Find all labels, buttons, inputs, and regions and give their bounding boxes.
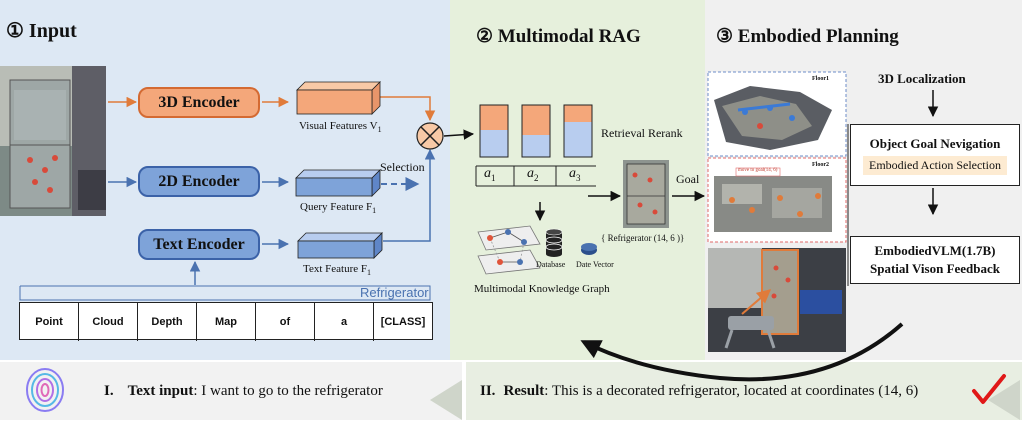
prompt-token-row: Point Cloud Depth Map of a [CLASS] [19,302,433,341]
floor1-map [707,71,847,157]
token-cloud: Cloud [79,303,138,341]
object-goal-box: Object Goal Nevigation Embodied Action S… [850,124,1020,186]
query-feature-label: Query Feature F1 [300,201,377,216]
action-selection-label: Embodied Action Selection [863,155,1007,175]
result-label: Result [503,382,545,399]
footer-left-strip [0,362,462,420]
encoder-text: Text Encoder [138,229,260,260]
floor2-map [707,157,847,243]
token-depth: Depth [138,303,197,341]
result-value: : This is a decorated refrigerator, loca… [544,382,919,399]
footer-right-strip [466,362,1022,420]
knowledge-graph-label: Multimodal Knowledge Graph [474,283,610,295]
fusion-operator [416,122,444,150]
object-goal-label: Object Goal Nevigation [869,135,1001,151]
localization-label: 3D Localization [878,71,966,86]
date-vector-icon [581,243,597,255]
candidate-a3: a3 [569,166,581,183]
encoder-2d: 2D Encoder [138,166,260,197]
refrigerator-class-label: Refrigerator [360,285,429,300]
result-footer: II. Result : This is a decorated refrige… [480,366,918,416]
vlm-line2: Spatial Vison Feedback [869,261,1001,276]
floor2-label: Floor2 [812,162,829,168]
retrieval-rerank-label: Retrieval Rerank [601,126,683,140]
token-of: of [256,303,315,341]
visual-features-label: Visual Features V1 [299,120,382,135]
token-a: a [315,303,374,341]
token-class: [CLASS] [380,316,426,328]
text-feature-cuboid [297,232,383,259]
token-map: Map [197,303,256,341]
embodied-vlm-box: EmbodiedVLM(1.7B) Spatial Vison Feedback [850,236,1020,284]
fingerprint-logo [26,368,64,412]
candidate-a2: a2 [527,166,539,183]
refrigerator-photo [0,66,106,216]
database-icon [545,228,563,257]
robot-photo [708,248,846,352]
database-label: Database [536,260,566,269]
checkmark-icon [972,374,1006,404]
encoder-3d: 3D Encoder [138,87,260,118]
visual-features-cuboid [296,81,381,115]
result-num: II. [480,382,496,399]
vlm-line1: EmbodiedVLM(1.7B) [874,243,996,258]
map-goal-tag: move to goal(14, 6) [738,168,778,173]
selection-label: Selection [380,160,425,174]
floor1-label: Floor1 [812,76,829,82]
retrieved-refrigerator-image [623,160,669,228]
refrigerator-coord-label: { Refrigerator (14, 6 )} [601,233,685,243]
text-input-footer: I. Text input : I want to go to the refr… [104,366,383,416]
text-input-value: : I want to go to the refrigerator [193,382,383,399]
query-feature-cuboid [295,169,381,197]
planning-title: ③ Embodied Planning [716,26,899,47]
goal-label: Goal [676,172,700,186]
candidate-a1: a1 [484,166,496,183]
input-title: ① Input [6,20,77,42]
text-input-label: Text input [127,382,194,399]
date-vector-label: Date Vector [576,260,614,269]
rag-title: ② Multimodal RAG [476,26,641,47]
knowledge-graph-icon [477,225,541,275]
text-feature-label: Text Feature F1 [303,263,371,278]
retrieval-bars [479,104,593,158]
token-point: Point [20,303,79,341]
text-input-num: I. [104,382,114,399]
